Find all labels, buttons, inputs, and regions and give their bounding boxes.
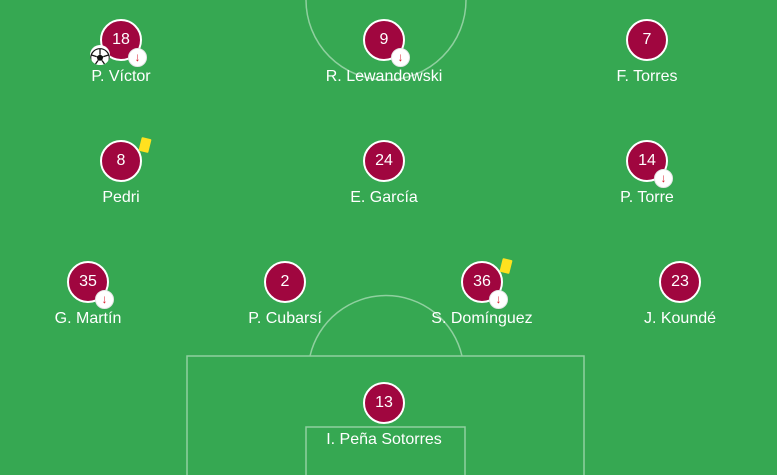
down-arrow-icon: ↓ [654, 169, 673, 188]
shirt-number: 9 ↓ [363, 19, 410, 67]
shirt-number-text: 2 [280, 273, 290, 290]
player-card[interactable]: 7 F. Torres [567, 19, 727, 86]
football-icon [90, 45, 110, 65]
player-name: G. Martín [54, 310, 122, 327]
shirt-number: 14 ↓ [626, 140, 673, 188]
player-card[interactable]: 24 E. García [304, 140, 464, 207]
down-arrow-icon: ↓ [489, 290, 508, 309]
shirt-number-text: 35 [79, 273, 97, 290]
shirt-number-text: 36 [473, 273, 491, 290]
shirt-number: 36 ↓ [461, 257, 513, 309]
shirt-number-text: 7 [642, 31, 652, 48]
shirt-number: 24 [363, 140, 405, 182]
shirt-number: 2 [264, 261, 306, 303]
shirt-number: 18 ↓ [90, 19, 147, 67]
shirt-number: 8 [100, 136, 152, 182]
player-name: E. García [350, 189, 418, 206]
player-name: F. Torres [616, 68, 678, 85]
down-arrow-icon: ↓ [95, 290, 114, 309]
shirt-number: 23 [659, 261, 701, 303]
player-name: J. Koundé [643, 310, 717, 327]
shirt-number-text: 23 [671, 273, 689, 290]
player-name: P. Cubarsí [248, 310, 322, 327]
yellow-card-icon [138, 136, 152, 154]
shirt-number-text: 13 [375, 394, 393, 411]
player-name: P. Torre [620, 189, 674, 206]
player-card[interactable]: 35 ↓ G. Martín [8, 261, 168, 328]
player-card[interactable]: 14 ↓ P. Torre [567, 140, 727, 207]
player-name: Pedri [102, 189, 140, 206]
player-card[interactable]: 13 I. Peña Sotorres [304, 382, 464, 449]
penalty-area [186, 355, 585, 475]
shirt-number-text: 18 [112, 31, 130, 48]
shirt-number-text: 9 [379, 31, 389, 48]
player-card[interactable]: 36 ↓ S. Domínguez [402, 257, 562, 328]
player-name: P. Víctor [91, 68, 151, 85]
player-card[interactable]: 23 J. Koundé [600, 261, 760, 328]
down-arrow-icon: ↓ [391, 48, 410, 67]
player-card[interactable]: 2 P. Cubarsí [205, 261, 365, 328]
penalty-arc [309, 294, 463, 357]
shirt-number-text: 14 [638, 152, 656, 169]
down-arrow-icon: ↓ [128, 48, 147, 67]
player-name: S. Domínguez [431, 310, 533, 327]
player-name: I. Peña Sotorres [326, 431, 442, 448]
player-name: R. Lewandowski [325, 68, 443, 85]
shirt-number-text: 8 [116, 152, 126, 169]
shirt-number-text: 24 [375, 152, 393, 169]
center-circle [305, 0, 467, 81]
player-card[interactable]: 9 ↓ R. Lewandowski [304, 19, 464, 86]
yellow-card-icon [499, 257, 513, 275]
shirt-number: 7 [626, 19, 668, 61]
shirt-number: 13 [363, 382, 405, 424]
player-card[interactable]: 8 Pedri [41, 136, 201, 207]
goal-area [305, 426, 466, 475]
shirt-number: 35 ↓ [67, 261, 114, 309]
player-card[interactable]: 18 ↓ P. Víctor [41, 19, 201, 86]
